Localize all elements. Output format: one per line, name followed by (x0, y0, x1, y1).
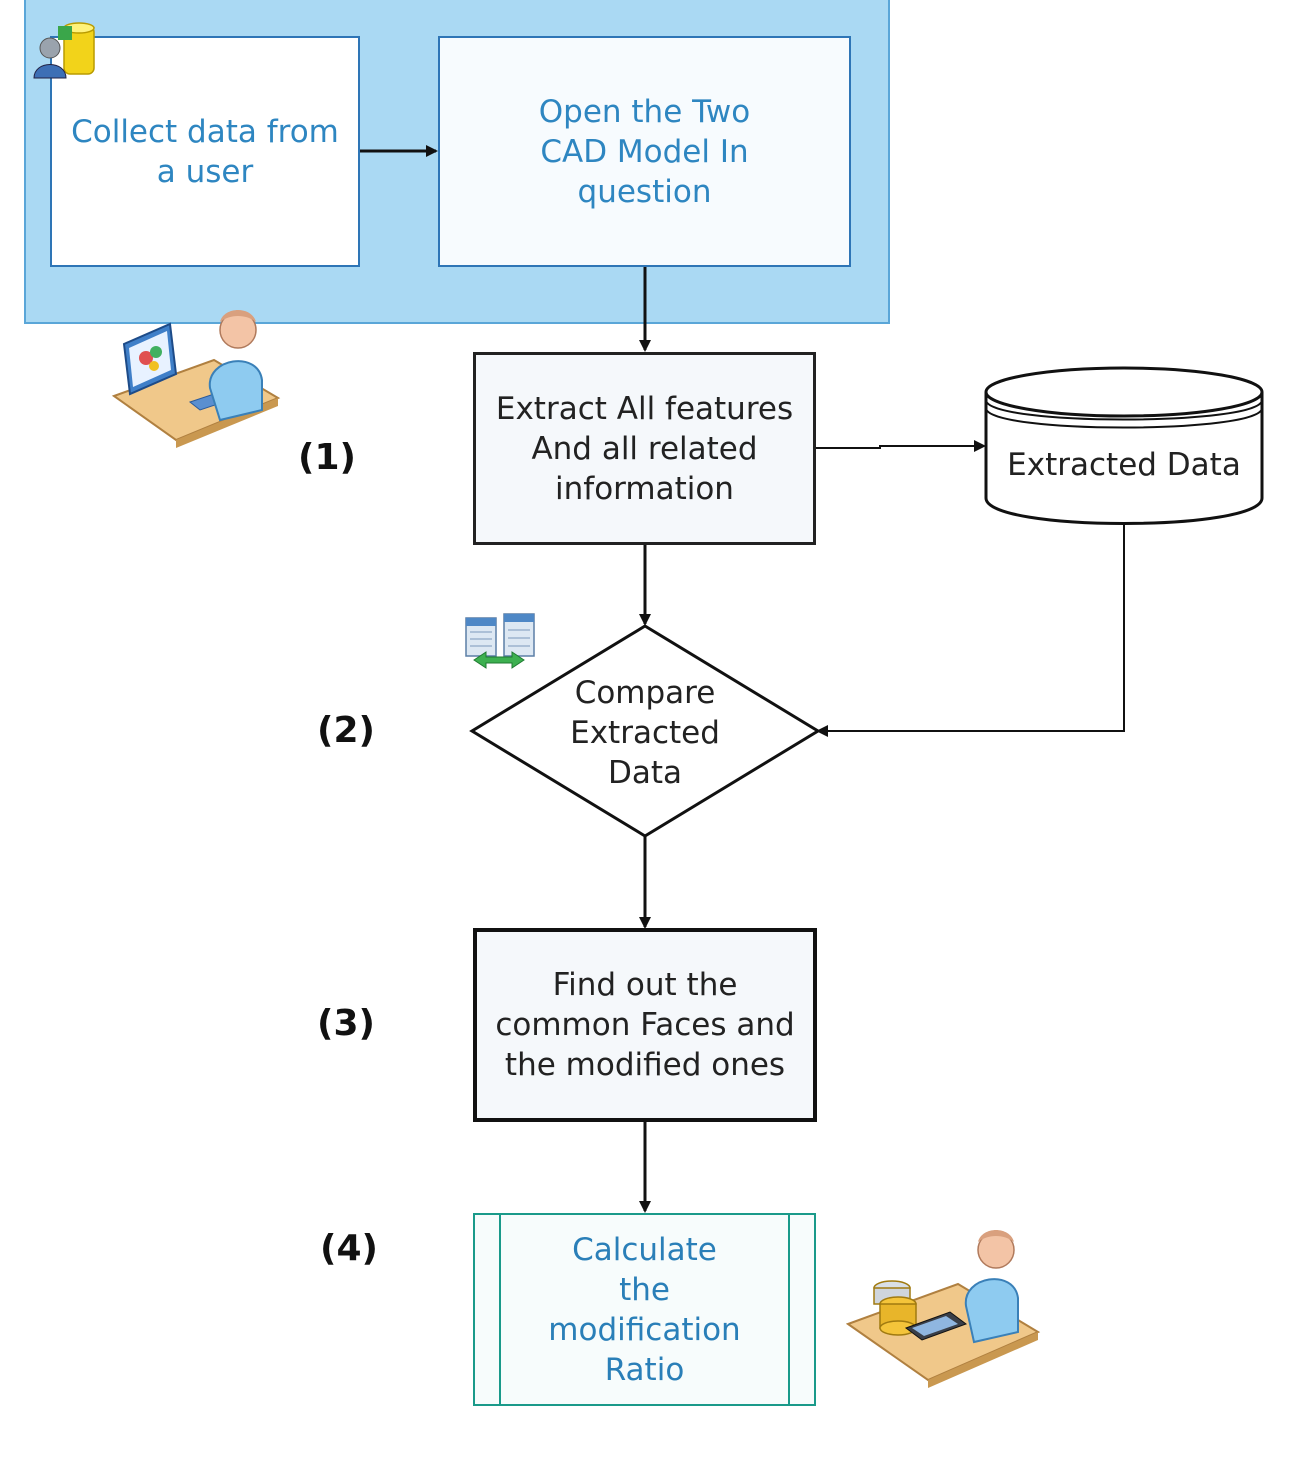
database-user-icon (33, 22, 95, 79)
extract-features-box: Extract All features And all related inf… (473, 352, 816, 545)
open-models-text: Open the Two CAD Model In question (538, 93, 751, 210)
collect-data-box: Collect data from a user (50, 36, 360, 267)
compare-text: Compare Extracted Data (570, 675, 720, 791)
compare-label: Compare Extracted Data (510, 675, 780, 791)
extract-features-text: Extract All features And all related inf… (495, 390, 794, 507)
find-faces-text: Find out the common Faces and the modifi… (495, 967, 795, 1083)
extracted-data-store (984, 366, 1264, 525)
step-label-1: (1) (298, 437, 356, 478)
open-models-box: Open the Two CAD Model In question (438, 36, 851, 267)
calculate-ratio-text: Calculate the modification Ratio (548, 1231, 741, 1388)
accountant-with-calculator-icon (846, 1230, 1041, 1388)
calculate-ratio-box: Calculate the modification Ratio (473, 1213, 816, 1406)
step-label-2: (2) (317, 710, 375, 751)
designer-at-computer-icon (111, 310, 281, 448)
subprocess-left-bar (499, 1215, 501, 1404)
find-faces-box: Find out the common Faces and the modifi… (473, 928, 817, 1122)
subprocess-right-bar (788, 1215, 790, 1404)
step-label-3: (3) (317, 1003, 375, 1044)
extracted-data-text: Extracted Data (1007, 447, 1241, 483)
arrow-store-to-compare (816, 522, 1125, 737)
extracted-data-label: Extracted Data (986, 430, 1262, 500)
compare-diamond (469, 624, 821, 838)
step-label-4: (4) (320, 1228, 378, 1269)
collect-data-text: Collect data from a user (71, 113, 339, 190)
compare-tables-icon (465, 613, 535, 669)
arrow-extract-to-store (815, 440, 986, 452)
